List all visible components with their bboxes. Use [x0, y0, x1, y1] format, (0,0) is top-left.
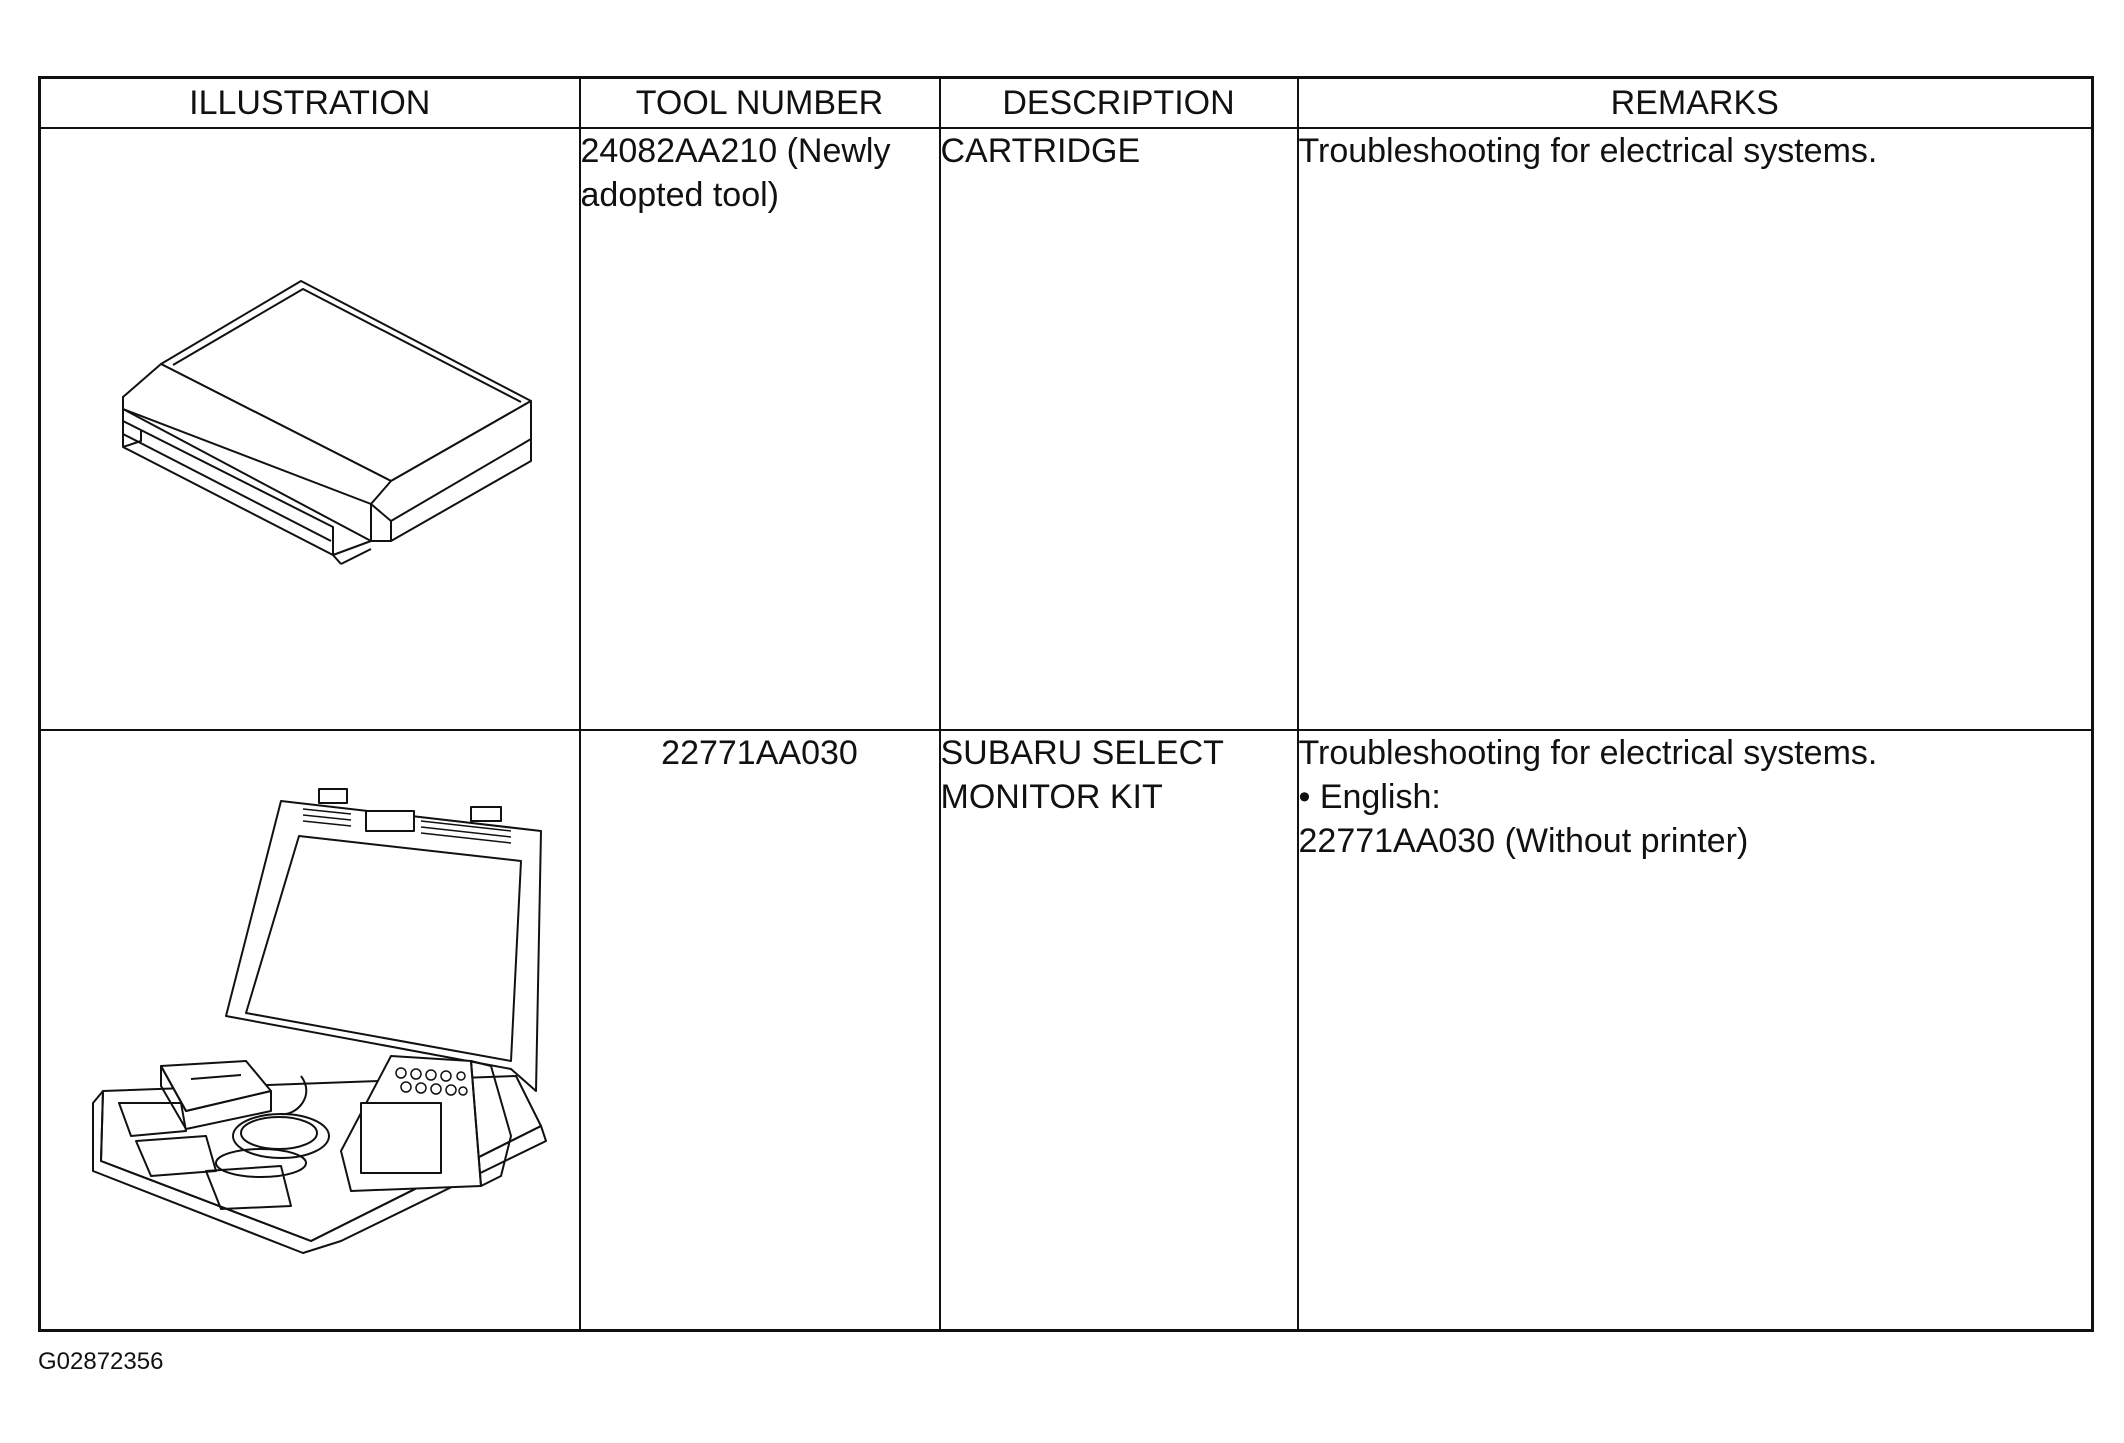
header-illustration: ILLUSTRATION: [38, 76, 581, 129]
remark-line: Troubleshooting for electrical systems.: [1298, 132, 1878, 170]
table-row: 22771AA030 SUBARU SELECT MONITOR KIT Tro…: [38, 729, 2094, 1332]
cartridge-icon: [122, 280, 532, 565]
table-row: 24082AA210 (Newly adopted tool) CARTRIDG…: [38, 127, 2094, 731]
tool-number-cell: 24082AA210 (Newly adopted tool): [578, 127, 941, 731]
select-monitor-kit-icon: [92, 788, 547, 1254]
header-tool-number: TOOL NUMBER: [578, 76, 941, 129]
remark-line: Troubleshooting for electrical systems.: [1298, 734, 1878, 772]
tool-number-cell: 22771AA030: [578, 729, 941, 1332]
remarks-cell: Troubleshooting for electrical systems.: [1296, 127, 2094, 731]
figure-code: G02872356: [38, 1348, 164, 1375]
special-tools-table: ILLUSTRATION TOOL NUMBER DESCRIPTION REM…: [38, 76, 2094, 1332]
header-remarks: REMARKS: [1296, 76, 2094, 129]
description-cell: SUBARU SELECT MONITOR KIT: [938, 729, 1299, 1332]
description-cell: CARTRIDGE: [938, 127, 1299, 731]
table-header-row: ILLUSTRATION TOOL NUMBER DESCRIPTION REM…: [38, 76, 2094, 129]
illustration-cell: [38, 729, 581, 1332]
remarks-cell: Troubleshooting for electrical systems. …: [1296, 729, 2094, 1332]
remark-bullet-line: • English:: [1298, 778, 1441, 816]
remark-line: 22771AA030 (Without printer): [1298, 822, 1749, 860]
illustration-cell: [38, 127, 581, 731]
header-description: DESCRIPTION: [938, 76, 1299, 129]
